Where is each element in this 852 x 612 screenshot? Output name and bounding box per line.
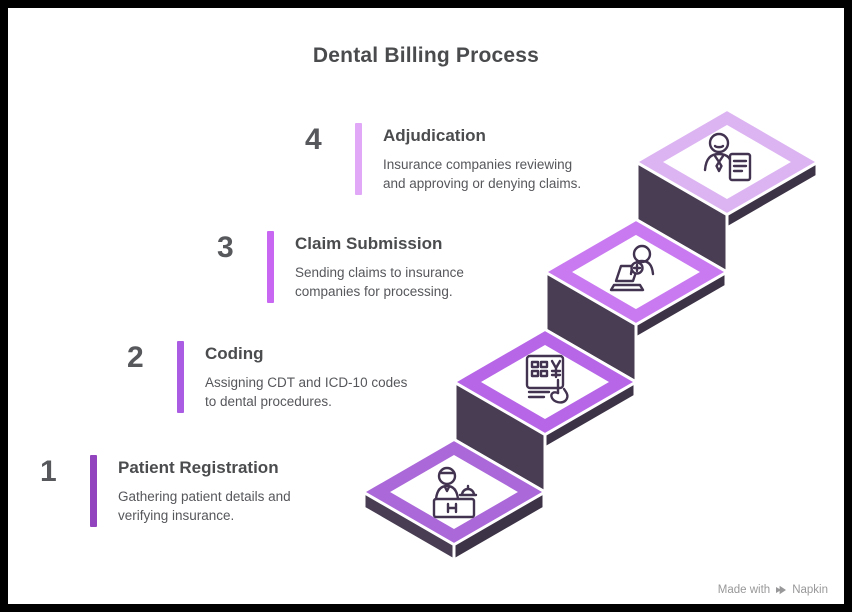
- claim-laptop-icon: [609, 244, 655, 292]
- step4-top-face: [635, 108, 819, 216]
- step-accent-bar: [355, 123, 362, 195]
- step-number: 1: [40, 455, 57, 488]
- step-title: Patient Registration: [118, 458, 279, 477]
- reception-desk-icon: [432, 466, 478, 519]
- step4-ring: [639, 111, 815, 213]
- step-description: Gathering patient details and verifying …: [118, 489, 291, 523]
- step-title: Coding: [205, 344, 264, 363]
- stair-step-2: [453, 328, 637, 494]
- step-description: Insurance companies reviewing and approv…: [383, 157, 582, 191]
- step-description: Assigning CDT and ICD-10 codes to dental…: [205, 375, 408, 409]
- step-accent-bar: [267, 231, 274, 303]
- step-description: Sending claims to insurance companies fo…: [295, 265, 464, 299]
- step-accent-bar: [90, 455, 97, 527]
- page-title: Dental Billing Process: [312, 44, 540, 67]
- step-label-2: 2 Coding Assigning CDT and ICD-10 codes …: [127, 341, 420, 413]
- brand-text: Napkin: [792, 584, 828, 596]
- step1-top-face: [362, 438, 546, 546]
- step-title: Adjudication: [383, 126, 486, 145]
- reviewer-document-icon: [703, 132, 752, 182]
- step-label-4: 4 Adjudication Insurance companies revie…: [305, 123, 598, 195]
- step-accent-bar: [177, 341, 184, 413]
- stair-step-3: [544, 218, 728, 384]
- napkin-logo-icon: [776, 585, 787, 595]
- step2-top-face: [453, 328, 637, 436]
- made-with-badge: Made with Napkin: [718, 584, 828, 596]
- step-title: Claim Submission: [295, 234, 443, 253]
- step1-ring: [366, 441, 542, 543]
- step3-ring: [548, 221, 724, 323]
- stair-step-4: [635, 108, 819, 274]
- stair-step-1: [362, 438, 546, 562]
- billing-calculator-icon: [525, 354, 569, 404]
- step2-ring: [457, 331, 633, 433]
- made-with-text: Made with: [717, 584, 771, 596]
- step-label-3: 3 Claim Submission Sending claims to ins…: [217, 231, 510, 303]
- step-label-1: 1 Patient Registration Gathering patient…: [40, 455, 333, 527]
- step-number: 3: [217, 231, 234, 264]
- step-number: 4: [305, 123, 322, 156]
- step-number: 2: [127, 341, 144, 374]
